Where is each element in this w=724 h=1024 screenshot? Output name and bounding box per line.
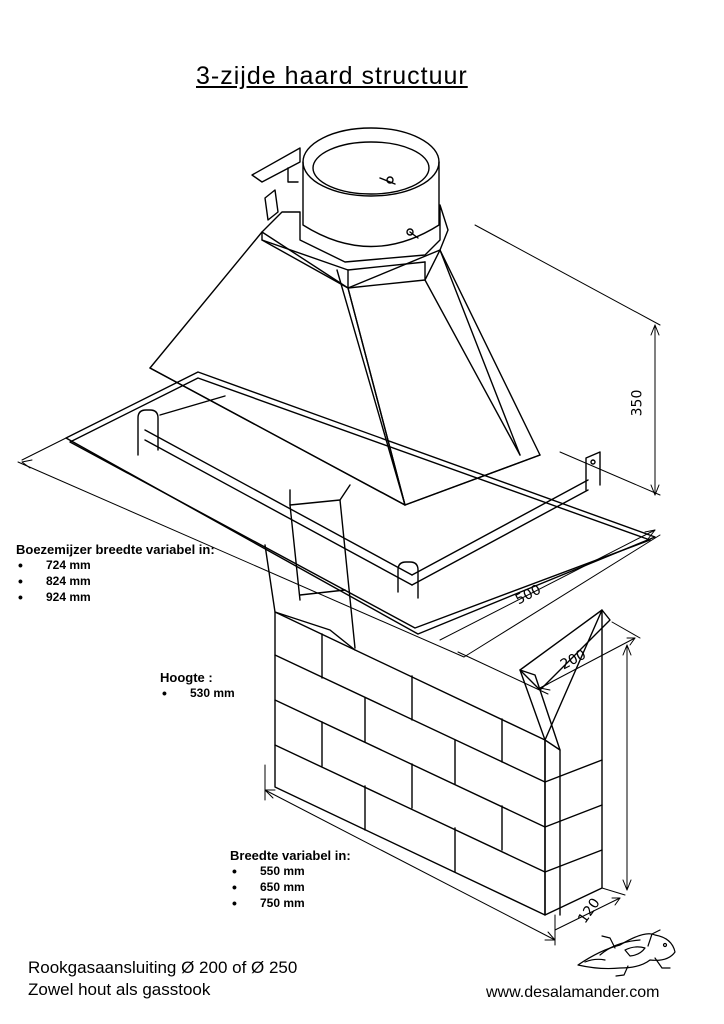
boezemijzer-option: 924 mm <box>16 589 215 605</box>
hood <box>149 147 541 506</box>
breedte-option: 550 mm <box>230 863 351 879</box>
page-title: 3-zijde haard structuur <box>196 62 468 90</box>
boezemijzer-spec: Boezemijzer breedte variabel in: 724 mm … <box>16 542 215 605</box>
breedte-heading: Breedte variabel in: <box>230 848 351 863</box>
breedte-option: 650 mm <box>230 879 351 895</box>
boezemijzer-options: 724 mm 824 mm 924 mm <box>16 557 215 605</box>
chimney-pipe <box>302 127 440 248</box>
dimension-lines <box>17 224 661 946</box>
flue-connection-text: Rookgasaansluiting Ø 200 of Ø 250 <box>28 958 298 977</box>
boezemijzer-option: 724 mm <box>16 557 215 573</box>
boezemijzer-option: 824 mm <box>16 573 215 589</box>
boezemijzer-heading: Boezemijzer breedte variabel in: <box>16 542 215 557</box>
salamander-logo <box>577 929 676 977</box>
hoogte-options: 530 mm <box>160 685 235 701</box>
brick-base <box>274 609 611 916</box>
hoogte-spec: Hoogte : 530 mm <box>160 670 235 701</box>
hoogte-option: 530 mm <box>160 685 235 701</box>
fender-rail <box>137 395 601 599</box>
breedte-spec: Breedte variabel in: 550 mm 650 mm 750 m… <box>230 848 351 911</box>
website-link[interactable]: www.desalamander.com <box>486 984 660 1001</box>
hoogte-heading: Hoogte : <box>160 670 213 685</box>
firebox <box>264 484 356 651</box>
breedte-option: 750 mm <box>230 895 351 911</box>
height-dimension-label: 350 <box>629 389 646 417</box>
breedte-options: 550 mm 650 mm 750 mm <box>230 863 351 911</box>
fuel-type-text: Zowel hout als gasstook <box>28 980 211 999</box>
base-plate <box>65 371 656 635</box>
